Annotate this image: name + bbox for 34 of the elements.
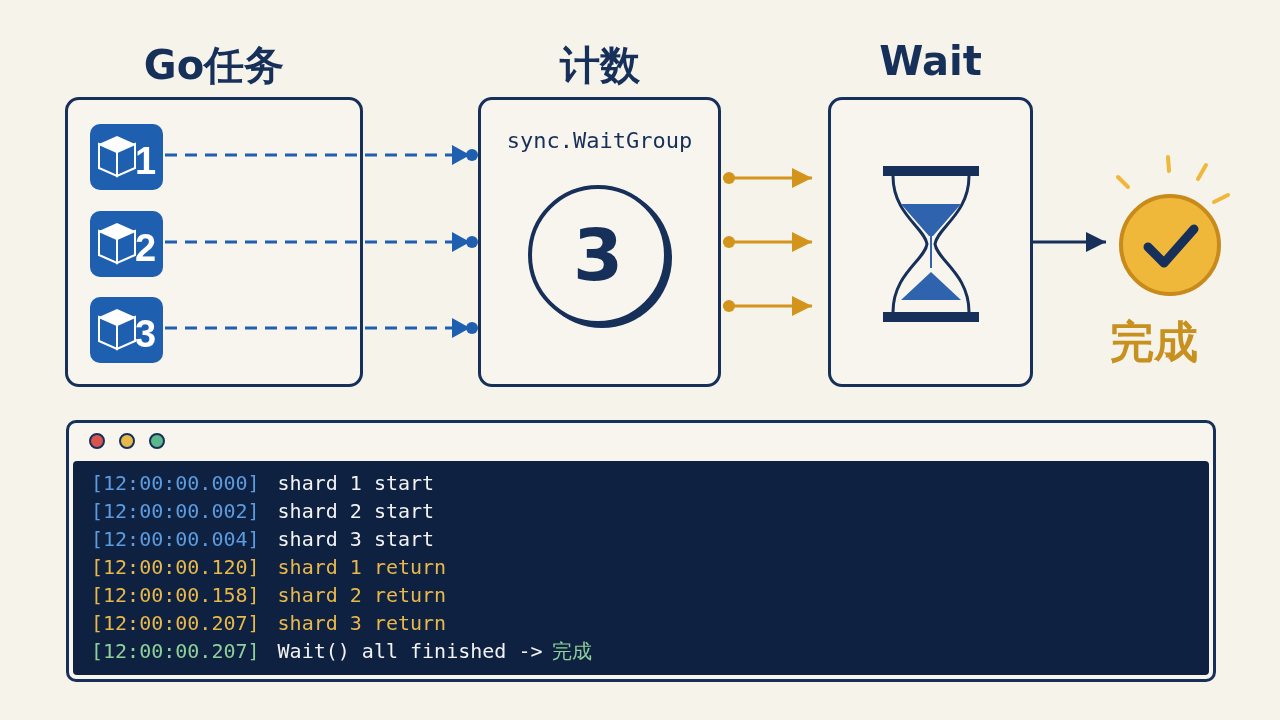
terminal-window (66, 420, 1216, 682)
timestamp: [12:00:00.004] (91, 527, 260, 551)
arrow (723, 296, 812, 316)
log-message: shard 3 return (277, 611, 447, 635)
panel-heading: Wait (879, 38, 982, 84)
timestamp: [12:00:00.158] (91, 583, 260, 607)
panel-heading: Go任务 (143, 41, 285, 90)
timestamp: [12:00:00.207] (91, 639, 260, 663)
timestamp: [12:00:00.207] (91, 611, 260, 635)
log-message: shard 1 return (277, 555, 447, 579)
task-badge (90, 297, 163, 363)
log-message: shard 1 start (277, 471, 435, 495)
task-badge (90, 124, 163, 190)
status-label: 完成 (1110, 315, 1198, 369)
arrow (723, 168, 812, 188)
badge-number: 3 (135, 313, 157, 356)
class-name: sync.WaitGroup (505, 128, 694, 153)
task-badge (90, 211, 163, 277)
log-message: 完成 (552, 639, 593, 663)
arrow (165, 232, 478, 252)
badge-number: 1 (135, 140, 157, 183)
arrow (723, 232, 812, 252)
timestamp: [12:00:00.000] (91, 471, 260, 495)
log-message: shard 3 start (277, 527, 435, 551)
arrow (165, 145, 478, 165)
panel-heading: 计数 (559, 41, 640, 90)
badge-number: 2 (135, 227, 157, 270)
log-message: Wait() all finished -> (277, 639, 543, 663)
timestamp: [12:00:00.002] (91, 499, 260, 523)
log-message: shard 2 return (277, 583, 447, 607)
arrow (165, 318, 478, 338)
log-message: shard 2 start (277, 499, 435, 523)
timestamp: [12:00:00.120] (91, 555, 260, 579)
arrow (1033, 232, 1106, 252)
